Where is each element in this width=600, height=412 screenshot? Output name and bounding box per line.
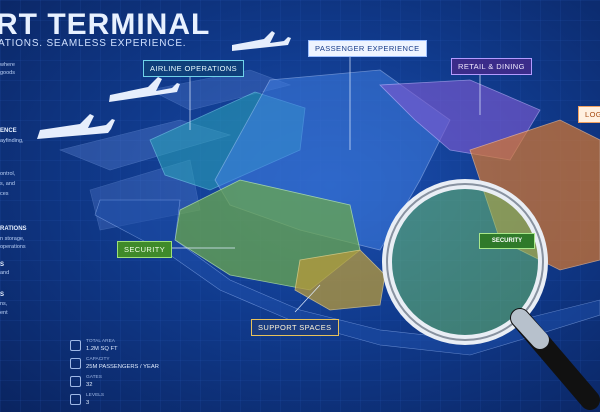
side-note: ontrol, <box>0 171 16 177</box>
side-note: n storage, <box>0 236 25 242</box>
side-note: where <box>0 62 15 68</box>
stat-key: CAPACITY <box>86 357 110 362</box>
area-icon <box>70 340 81 351</box>
passengers-icon <box>70 358 81 369</box>
stat-value: 32 <box>86 382 93 388</box>
side-note: s, and <box>0 181 15 187</box>
side-note: ces <box>0 191 9 197</box>
side-note: goods <box>0 70 15 76</box>
plane-icon <box>70 376 81 387</box>
magnifier-security-badge: SECURITY <box>479 233 535 249</box>
stats-panel: TOTAL AREA 1.2M SQ FT CAPACITY 25M PASSE… <box>62 338 182 412</box>
side-heading: ENCE <box>0 128 17 134</box>
side-heading: RATIONS <box>0 226 27 232</box>
plane-icon <box>37 31 291 139</box>
label-passenger-experience: PASSENGER EXPERIENCE <box>308 40 427 57</box>
stat-key: TOTAL AREA <box>86 339 115 344</box>
stat-key: GATES <box>86 375 102 380</box>
label-support-spaces: SUPPORT SPACES <box>251 319 339 336</box>
page-subtitle: ATIONS. SEAMLESS EXPERIENCE. <box>0 38 187 49</box>
page-title: RT TERMINAL <box>0 8 211 41</box>
side-heading: S <box>0 262 5 268</box>
magnifier-icon <box>382 179 600 410</box>
side-note: ns, <box>0 301 8 307</box>
side-note: ent <box>0 310 8 316</box>
label-retail-dining: RETAIL & DINING <box>451 58 532 75</box>
leader-lines <box>172 55 481 313</box>
side-note: and <box>0 270 10 276</box>
label-security: SECURITY <box>117 241 173 258</box>
label-airline-operations: AIRLINE OPERATIONS <box>143 60 245 77</box>
stat-value: 1.2M SQ FT <box>86 346 118 352</box>
stat-key: LEVELS <box>86 393 105 398</box>
building-icon <box>70 394 81 405</box>
stat-value: 25M PASSENGERS / YEAR <box>86 364 159 370</box>
label-logistics: LOGI <box>578 106 600 123</box>
terminal-outline <box>94 199 600 356</box>
side-note: operations <box>0 244 26 250</box>
side-note: ayfinding, <box>0 138 24 144</box>
side-heading: S <box>0 292 5 298</box>
zone-support-spaces <box>294 249 386 311</box>
stat-value: 3 <box>86 400 90 406</box>
